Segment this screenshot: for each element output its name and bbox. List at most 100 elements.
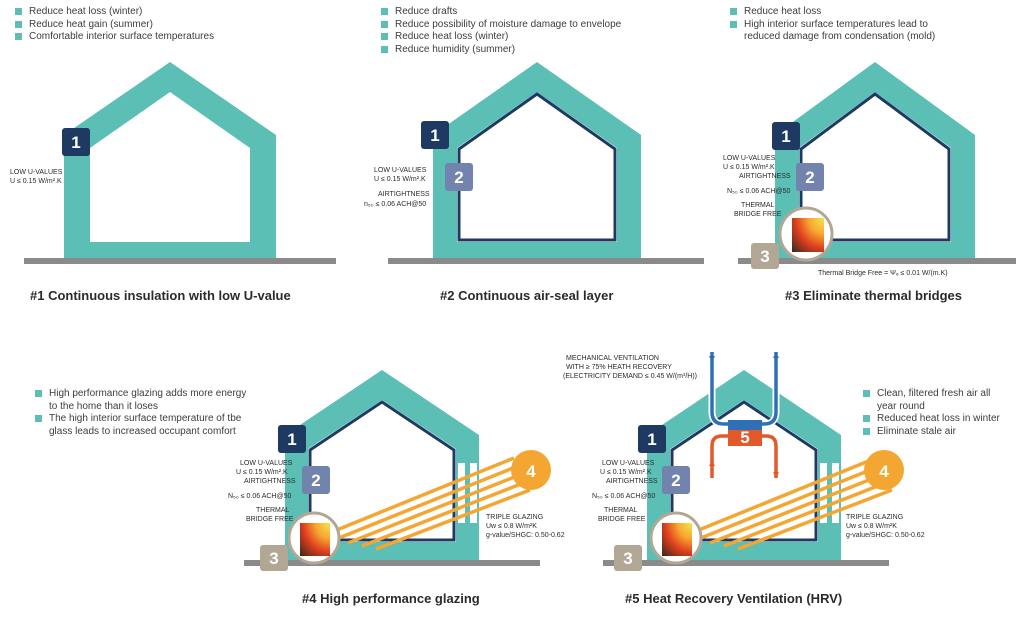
badge-1 — [62, 128, 90, 156]
panel5-house: 4 5 1 2 3 MECHANICAL VENTILATION WITH ≥ … — [563, 352, 925, 571]
badge-1 — [421, 121, 449, 149]
sun-ray — [321, 456, 515, 538]
panel4-bullets: High performance glazing adds more energ… — [34, 388, 249, 438]
panel2-bullet: Reduce possibility of moisture damage to… — [380, 19, 630, 32]
label-ach: n₅₀ ≤ 0.06 ACH@50 — [364, 201, 426, 208]
panel5-bullet: Clean, filtered fresh air all year round — [862, 388, 1012, 413]
air-seal-line — [308, 400, 456, 542]
panel3-bullet: Reduce heat loss — [729, 6, 939, 19]
panel3-bullet: High interior surface temperatures lead … — [729, 19, 939, 44]
label-ach: N₅₀ ≤ 0.06 ACH@50 — [228, 493, 291, 500]
ground-line — [603, 560, 889, 566]
label-thermal-bridge-formula: Thermal Bridge Free = Ψₑ ≤ 0.01 W/(m.K) — [818, 270, 948, 277]
label-low-u-values: LOW U-VALUES — [240, 460, 293, 467]
badge-4-label: 4 — [879, 462, 889, 481]
panel1-house: 1 LOW U-VALUES U ≤ 0.15 W/m².K — [10, 62, 336, 264]
badge-4-label: 4 — [526, 462, 536, 481]
label-g-value: g-value/SHGC: 0.50-0.62 — [846, 532, 925, 539]
sun-ray — [695, 464, 881, 542]
badge-2-label: 2 — [454, 168, 463, 187]
badge-2-label: 2 — [311, 471, 320, 490]
label-u-value: U ≤ 0.15 W/m².K — [600, 469, 652, 476]
house-wall — [433, 62, 641, 258]
badge-1 — [772, 122, 800, 150]
badge-3-label: 3 — [760, 247, 769, 266]
house-wall — [775, 62, 975, 258]
label-u-value: U ≤ 0.15 W/m².K — [10, 178, 62, 185]
label-electricity-demand: (ELECTRICITY DEMAND ≤ 0.45 W/(m³/H)) — [563, 373, 697, 380]
label-low-u-values: LOW U-VALUES — [10, 169, 63, 176]
panel4-house: 4 1 2 3 LOW U-VALUES U ≤ 0.15 W/m².K AIR… — [228, 370, 565, 571]
air-seal-line — [670, 400, 818, 542]
badge-3-label: 3 — [269, 549, 278, 568]
badge-2-label: 2 — [671, 471, 680, 490]
panel2-bullet: Reduce drafts — [380, 6, 630, 19]
thermal-gradient — [792, 218, 824, 252]
panel5-bullet: Reduced heat loss in winter — [862, 413, 1012, 426]
label-bridge-free: BRIDGE FREE — [246, 516, 294, 523]
window-pane — [827, 460, 832, 526]
label-u-value: U ≤ 0.15 W/m².K — [374, 176, 426, 183]
sun-ray — [375, 488, 531, 551]
panel1-bullets: Reduce heat loss (winter) Reduce heat ga… — [14, 6, 244, 44]
badge-1 — [638, 425, 666, 453]
panel4-caption: #4 High performance glazing — [302, 591, 480, 606]
panel5-caption: #5 Heat Recovery Ventilation (HRV) — [625, 591, 843, 606]
sun-ray — [709, 472, 885, 545]
badge-1-label: 1 — [71, 133, 80, 152]
label-thermal: THERMAL — [741, 202, 775, 209]
arrow-up-icon — [709, 460, 715, 466]
badge-2 — [796, 163, 824, 191]
house-wall — [285, 370, 479, 560]
label-triple-glazing: TRIPLE GLAZING — [846, 514, 903, 521]
panel1-caption: #1 Continuous insulation with low U-valu… — [30, 288, 291, 303]
badge-3-label: 3 — [623, 549, 632, 568]
label-thermal: THERMAL — [604, 507, 638, 514]
label-heat-recovery: WITH ≥ 75% HEATH RECOVERY — [566, 364, 672, 371]
ground-line — [244, 560, 540, 566]
ground-line — [24, 258, 336, 264]
badge-2 — [302, 466, 330, 494]
badge-2-label: 2 — [805, 168, 814, 187]
panel1-bullet: Reduce heat loss (winter) — [14, 6, 244, 19]
label-thermal: THERMAL — [256, 507, 290, 514]
sun — [511, 450, 551, 490]
badge-1-label: 1 — [287, 430, 296, 449]
window-pane — [465, 460, 470, 526]
panel2-bullet: Reduce humidity (summer) — [380, 44, 630, 57]
badge-1-label: 1 — [781, 127, 790, 146]
badge-1 — [278, 425, 306, 453]
label-low-u-values: LOW U-VALUES — [374, 167, 427, 174]
panel4-bullet: High performance glazing adds more energ… — [34, 388, 249, 413]
label-airtightness: AIRTIGHTNESS — [606, 478, 658, 485]
thermal-gradient — [300, 523, 330, 556]
label-g-value: g-value/SHGC: 0.50-0.62 — [486, 532, 565, 539]
sun-ray — [347, 472, 523, 545]
panel5-bullets: Clean, filtered fresh air all year round… — [862, 388, 1012, 438]
house-wall — [64, 62, 276, 258]
arrow-down-icon — [773, 472, 779, 478]
badge-5-label: 5 — [740, 428, 749, 447]
sun-rays — [321, 456, 531, 551]
arrow-down-icon — [709, 356, 715, 362]
panel2-house: 1 2 LOW U-VALUES U ≤ 0.15 W/m².K AIRTIGH… — [364, 62, 704, 264]
arrow-up-icon — [773, 352, 779, 358]
sun-ray — [683, 456, 877, 538]
sun-ray — [737, 488, 893, 551]
badge-3 — [614, 545, 642, 571]
badge-2 — [662, 466, 690, 494]
label-mechanical-ventilation: MECHANICAL VENTILATION — [566, 355, 659, 362]
badge-1-label: 1 — [647, 430, 656, 449]
badge-3 — [751, 243, 779, 269]
panel2-bullets: Reduce drafts Reduce possibility of mois… — [380, 6, 630, 56]
sun — [864, 450, 904, 490]
label-ach: N₅₀ ≤ 0.06 ACH@50 — [592, 493, 655, 500]
label-ach: N₅₀ ≤ 0.06 ACH@50 — [727, 188, 790, 195]
sun-ray — [361, 480, 527, 548]
ground-line — [388, 258, 704, 264]
panel4-bullet: The high interior surface temperature of… — [34, 413, 249, 438]
panel2-bullet: Reduce heat loss (winter) — [380, 31, 630, 44]
thermal-gradient — [662, 523, 692, 556]
label-low-u-values: LOW U-VALUES — [723, 155, 776, 162]
